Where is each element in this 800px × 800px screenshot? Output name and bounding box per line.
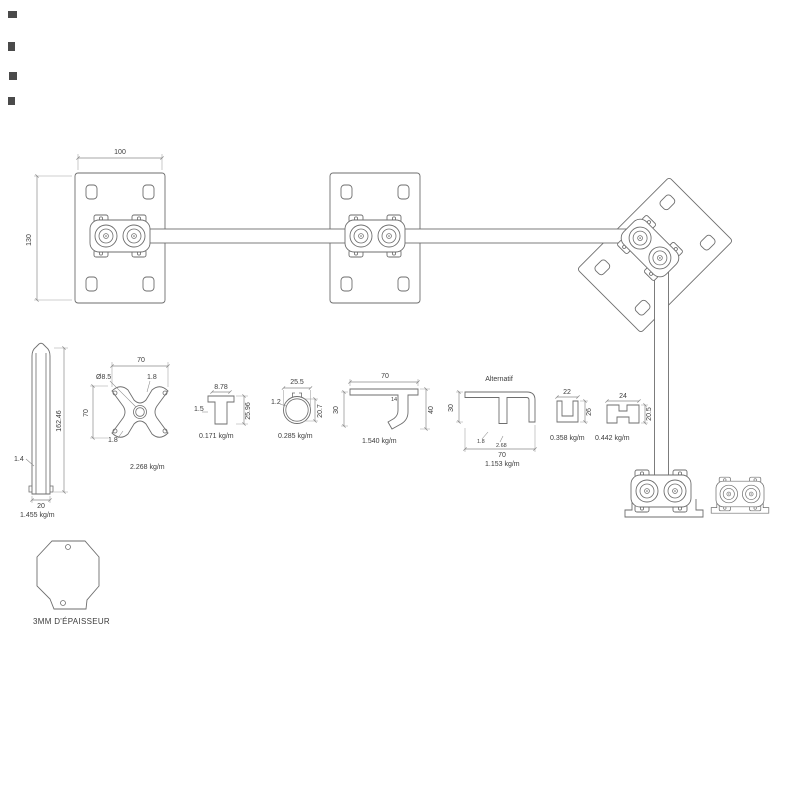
dim-plate-height: 130 bbox=[26, 234, 33, 246]
dim-bead-height-right: 40 bbox=[428, 406, 435, 414]
dim-flatbar-width: 20 bbox=[37, 503, 45, 510]
profile-cross: 70 Ø8.5 1.8 70 1.8 2.268 kg/m bbox=[83, 357, 170, 471]
leader-line bbox=[499, 435, 504, 443]
flat-bar-walls bbox=[35, 353, 47, 494]
dim-cross-wall-top: 1.8 bbox=[147, 374, 157, 381]
clamp-bracket-left bbox=[89, 214, 151, 258]
profile-flat-bar: 162.46 1.4 20 1.455 kg/m bbox=[14, 342, 68, 519]
corner-mark bbox=[8, 42, 15, 51]
leader-line bbox=[25, 458, 35, 467]
weight-channel: 0.171 kg/m bbox=[199, 433, 234, 440]
plate-dimensions: 100 130 bbox=[26, 149, 164, 302]
leader-line bbox=[109, 380, 137, 408]
ext-lines bbox=[349, 379, 419, 386]
leader-line bbox=[146, 380, 151, 393]
cross-center-hole bbox=[135, 407, 145, 417]
cross-tip-hole bbox=[112, 390, 118, 396]
rail-clamp-section bbox=[710, 476, 770, 514]
profile-clip-s: 24 20.5 0.442 kg/m bbox=[595, 393, 653, 442]
cross-tip-hole bbox=[162, 390, 168, 396]
profile-clip-u: 22 26 0.358 kg/m bbox=[550, 389, 593, 442]
leader-line bbox=[481, 431, 489, 440]
clamp-bracket-middle bbox=[344, 214, 406, 258]
dim-channel-wall: 1.5 bbox=[194, 406, 204, 413]
cross-boss bbox=[133, 405, 147, 419]
corner-marks bbox=[8, 11, 17, 105]
clamp-bracket-detached bbox=[715, 476, 765, 512]
vertical-rail-bar bbox=[654, 251, 669, 498]
gusset-plate: 3MM D'ÉPAISSEUR bbox=[33, 540, 110, 626]
cross-outline bbox=[111, 386, 169, 438]
clip-s-outline bbox=[606, 404, 640, 424]
profile-tube: 25.5 1.2 20.7 0.285 kg/m bbox=[271, 379, 324, 440]
flat-bar-feet bbox=[28, 485, 54, 493]
profile-bead-alt: Alternatif 30 1.8 2.68 70 1.153 kg/m bbox=[448, 376, 537, 468]
label-alternatif: Alternatif bbox=[485, 376, 513, 383]
profile-bead: 70 30 40 14 1.540 kg/m bbox=[333, 373, 435, 445]
dim-flatbar-height: 162.46 bbox=[56, 410, 63, 432]
weight-bead-alt: 1.153 kg/m bbox=[485, 461, 520, 468]
ext-lines bbox=[236, 395, 248, 425]
corner-mark bbox=[8, 11, 17, 18]
dim-plate-width: 100 bbox=[114, 149, 126, 156]
tube-outer bbox=[283, 396, 311, 424]
dim-bead-alt-wall2: 2.68 bbox=[496, 443, 507, 449]
dim-channel-height: 25.96 bbox=[245, 402, 252, 420]
dim-clip-s-width: 24 bbox=[619, 393, 627, 400]
corner-mark bbox=[8, 97, 15, 105]
tube-inner bbox=[285, 398, 309, 422]
tube-slot-lips bbox=[292, 392, 302, 398]
weight-cross: 2.268 kg/m bbox=[130, 464, 165, 471]
weight-clip-u: 0.358 kg/m bbox=[550, 435, 585, 442]
dim-tube-wall: 1.2 bbox=[271, 399, 281, 406]
flat-bar-outline bbox=[31, 342, 51, 495]
dim-cross-wall-bottom: 1.8 bbox=[108, 437, 118, 444]
ext-lines bbox=[77, 154, 163, 170]
cross-tip-hole bbox=[162, 428, 168, 434]
corner-mark bbox=[9, 72, 17, 80]
dim-flatbar-wall: 1.4 bbox=[14, 456, 24, 463]
gusset-thickness-note: 3MM D'ÉPAISSEUR bbox=[33, 617, 110, 626]
dim-bead-inner: 14 bbox=[391, 397, 397, 403]
channel-outline bbox=[207, 395, 235, 425]
dim-bead-height-left: 30 bbox=[333, 406, 340, 414]
dim-channel-width: 8.78 bbox=[214, 384, 228, 391]
dim-tube-width: 25.5 bbox=[290, 379, 304, 386]
dim-cross-height: 70 bbox=[83, 409, 90, 417]
ext-lines bbox=[341, 391, 348, 427]
gusset-hole bbox=[60, 600, 66, 606]
dim-bead-width: 70 bbox=[381, 373, 389, 380]
dim-bead-alt-wall1: 1.8 bbox=[477, 439, 485, 445]
weight-clip-s: 0.442 kg/m bbox=[595, 435, 630, 442]
leader-line bbox=[117, 430, 124, 439]
gusset-hole bbox=[65, 544, 71, 550]
weight-bead: 1.540 kg/m bbox=[362, 438, 397, 445]
dim-bead-alt-width: 70 bbox=[498, 452, 506, 459]
bead-outline bbox=[349, 388, 419, 430]
bead-alt-outline bbox=[464, 391, 536, 424]
ext-lines bbox=[456, 391, 463, 423]
dim-cross-hole: Ø8.5 bbox=[96, 374, 111, 381]
dim-tube-inner: 20.7 bbox=[317, 404, 324, 418]
dim-clip-u-width: 22 bbox=[563, 389, 571, 396]
weight-flat-bar: 1.455 kg/m bbox=[20, 512, 55, 519]
ext-lines bbox=[31, 496, 51, 503]
dim-clip-s-height: 20.5 bbox=[646, 407, 653, 421]
clip-u-outline bbox=[556, 400, 579, 423]
gusset-outline bbox=[36, 540, 100, 610]
ext-lines bbox=[283, 390, 311, 406]
dim-bead-alt-height: 30 bbox=[448, 404, 455, 412]
weight-tube: 0.285 kg/m bbox=[278, 433, 313, 440]
cross-tip-hole bbox=[112, 428, 118, 434]
dim-cross-width: 70 bbox=[137, 357, 145, 364]
clamp-bracket-bottom bbox=[630, 469, 692, 513]
ext-lines bbox=[34, 175, 72, 301]
profile-channel: 8.78 1.5 25.96 0.171 kg/m bbox=[194, 384, 252, 440]
dim-clip-u-height: 26 bbox=[586, 408, 593, 416]
leader-line bbox=[279, 403, 287, 407]
